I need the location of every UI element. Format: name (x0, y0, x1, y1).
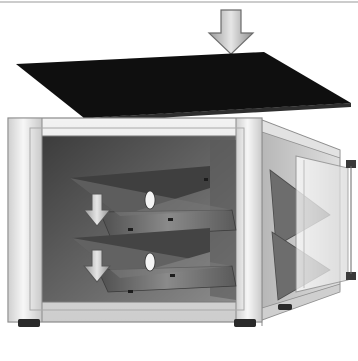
top-panel (16, 52, 351, 122)
side-hinge-door (296, 156, 356, 292)
down-arrow-icon (209, 10, 253, 54)
inner-shelves (70, 166, 330, 300)
